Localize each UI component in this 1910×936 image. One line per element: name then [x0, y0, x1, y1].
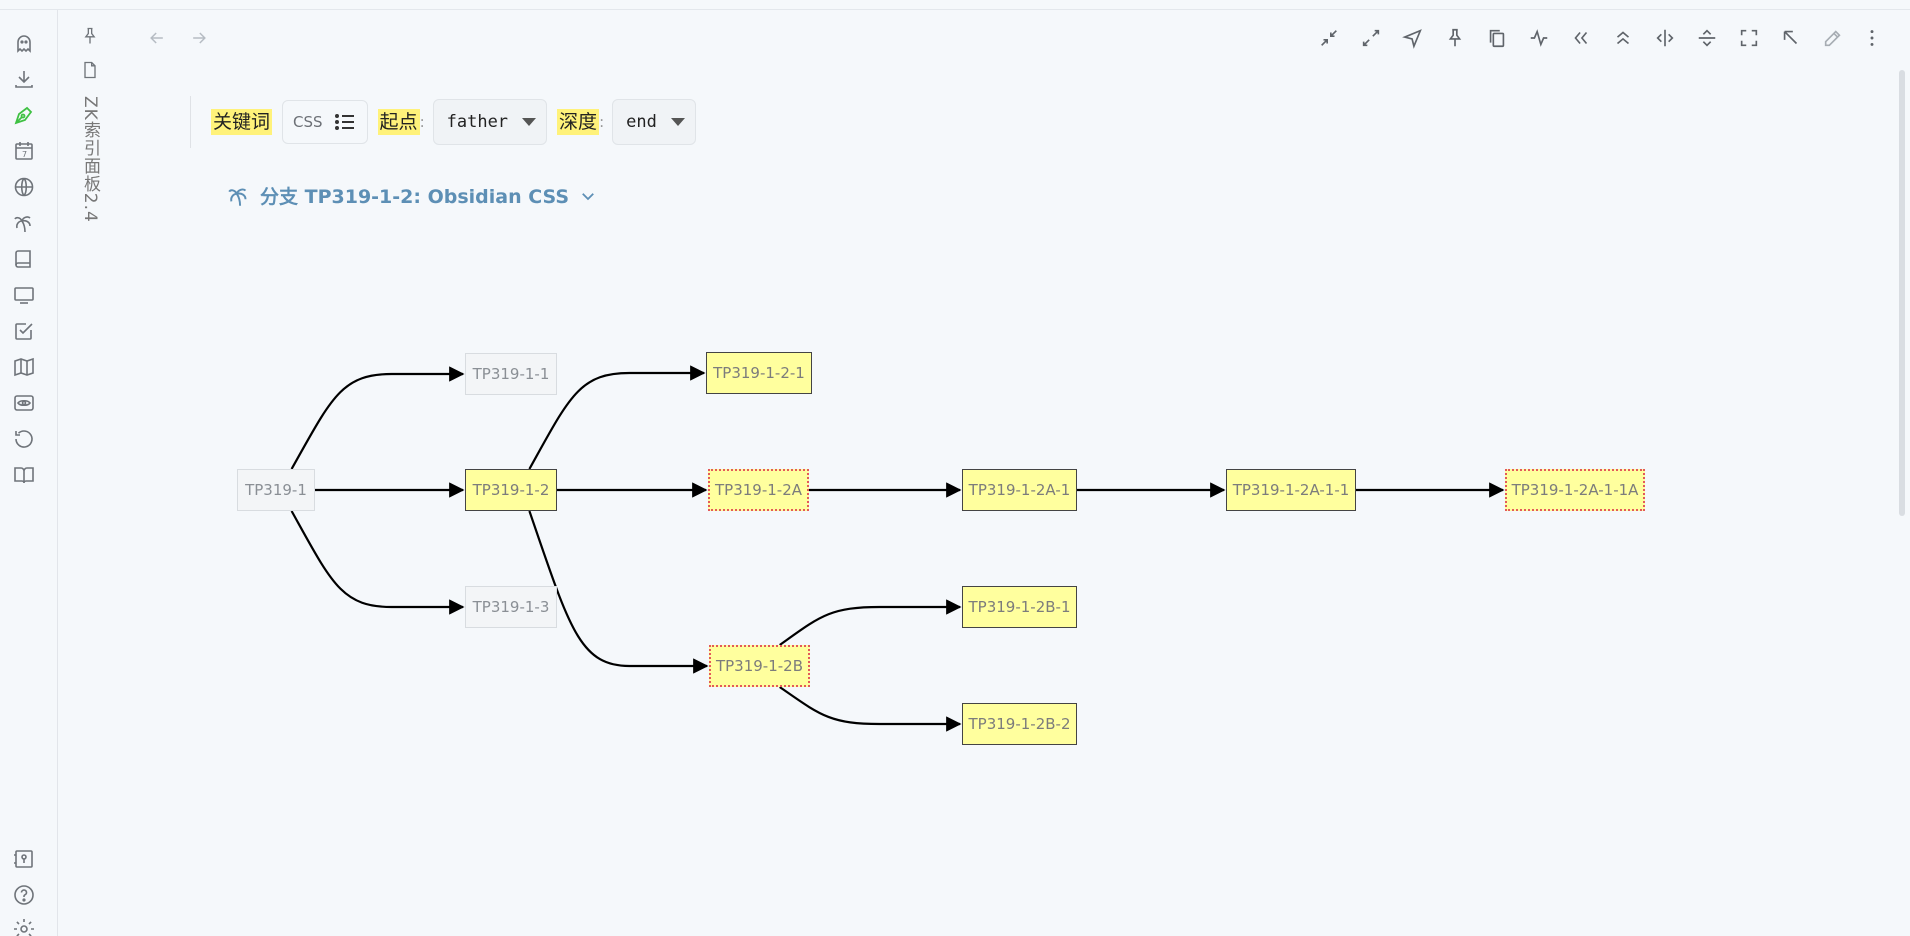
vertical-scrollbar[interactable]: [1899, 70, 1905, 516]
eye-icon[interactable]: [11, 390, 37, 416]
book-icon[interactable]: [11, 246, 37, 272]
graph-node[interactable]: TP319-1-2: [465, 469, 557, 511]
palm-icon: [228, 188, 247, 206]
svg-text:7: 7: [22, 150, 27, 159]
depth-select-value: end: [626, 112, 657, 132]
depth-select[interactable]: end: [612, 99, 696, 145]
arrow-up-left-icon[interactable]: [1777, 24, 1805, 52]
graph-node[interactable]: TP319-1-2A-1-1: [1226, 469, 1356, 511]
help-icon[interactable]: [11, 882, 37, 908]
pin-icon[interactable]: [1441, 24, 1469, 52]
start-label: 起点: [377, 109, 420, 135]
graph-node[interactable]: TP319-1-2A-1-1A: [1505, 469, 1645, 511]
keyword-chip[interactable]: CSS: [282, 100, 368, 144]
settings-icon[interactable]: [11, 916, 37, 936]
depth-colon: :: [599, 113, 605, 131]
globe-icon[interactable]: [11, 174, 37, 200]
graph-node[interactable]: TP319-1-2-1: [706, 352, 812, 394]
start-select[interactable]: father: [432, 99, 548, 145]
back-arrow-icon[interactable]: [143, 24, 171, 52]
chevron-down-icon: [670, 118, 685, 126]
chevrons-left-icon[interactable]: [1567, 24, 1595, 52]
graph-node[interactable]: TP319-1-3: [465, 586, 557, 628]
graph-edge: [290, 510, 465, 615]
top-border: [0, 9, 1910, 10]
copy-icon[interactable]: [1483, 24, 1511, 52]
start-select-value: father: [446, 112, 509, 132]
graph-node[interactable]: TP319-1: [237, 469, 315, 511]
history-icon[interactable]: [11, 426, 37, 452]
download-icon[interactable]: [11, 66, 37, 92]
open-book-icon[interactable]: [11, 462, 37, 488]
palm-icon[interactable]: [11, 210, 37, 236]
collapse-icon[interactable]: [1315, 24, 1343, 52]
vault-icon[interactable]: [11, 846, 37, 872]
forward-arrow-icon[interactable]: [185, 24, 213, 52]
left-ribbon: 7: [0, 10, 58, 936]
edit-icon[interactable]: [1819, 24, 1847, 52]
graph-edge: [779, 599, 962, 646]
graph-edge: [779, 686, 962, 732]
fullscreen-icon[interactable]: [1735, 24, 1763, 52]
graph-node[interactable]: TP319-1-2A: [708, 469, 809, 511]
graph-node[interactable]: TP319-1-1: [465, 353, 557, 395]
pulse-icon[interactable]: [1525, 24, 1553, 52]
pen-icon[interactable]: [11, 102, 37, 128]
start-colon: :: [419, 113, 425, 131]
branch-title: 分支 TP319-1-2: Obsidian CSS: [260, 186, 570, 208]
keyword-value: CSS: [293, 113, 323, 131]
file-icon[interactable]: [78, 58, 102, 82]
map-icon[interactable]: [11, 354, 37, 380]
pin-icon[interactable]: [78, 24, 102, 48]
query-controls: 关键词 CSS 起点 : father 深度 : end: [190, 96, 706, 148]
monitor-icon[interactable]: [11, 282, 37, 308]
expand-icon[interactable]: [1357, 24, 1385, 52]
split-horizontal-icon[interactable]: [1651, 24, 1679, 52]
chevron-down-icon: [582, 192, 594, 200]
ghost-icon[interactable]: [11, 30, 37, 56]
more-icon[interactable]: [1858, 24, 1886, 52]
navigate-icon[interactable]: [1399, 24, 1427, 52]
panel-vertical-title: ZK索引面板2.4: [80, 96, 100, 223]
branch-heading[interactable]: 分支 TP319-1-2: Obsidian CSS: [226, 182, 597, 209]
graph-edge: [528, 510, 709, 674]
checkbox-icon[interactable]: [11, 318, 37, 344]
keyword-label: 关键词: [211, 109, 273, 135]
graph-node[interactable]: TP319-1-2A-1: [962, 469, 1077, 511]
graph-edge: [290, 366, 465, 470]
graph-node[interactable]: TP319-1-2B-2: [962, 703, 1077, 745]
graph-edge: [528, 365, 706, 470]
graph-node[interactable]: TP319-1-2B-1: [962, 586, 1077, 628]
list-icon: [334, 114, 354, 130]
calendar-icon[interactable]: 7: [11, 138, 37, 164]
graph-node[interactable]: TP319-1-2B: [709, 645, 810, 687]
split-vertical-icon[interactable]: [1693, 24, 1721, 52]
chevrons-up-icon[interactable]: [1609, 24, 1637, 52]
chevron-down-icon: [522, 118, 537, 126]
depth-label: 深度: [557, 109, 600, 135]
side-pane-strip: [58, 10, 118, 936]
